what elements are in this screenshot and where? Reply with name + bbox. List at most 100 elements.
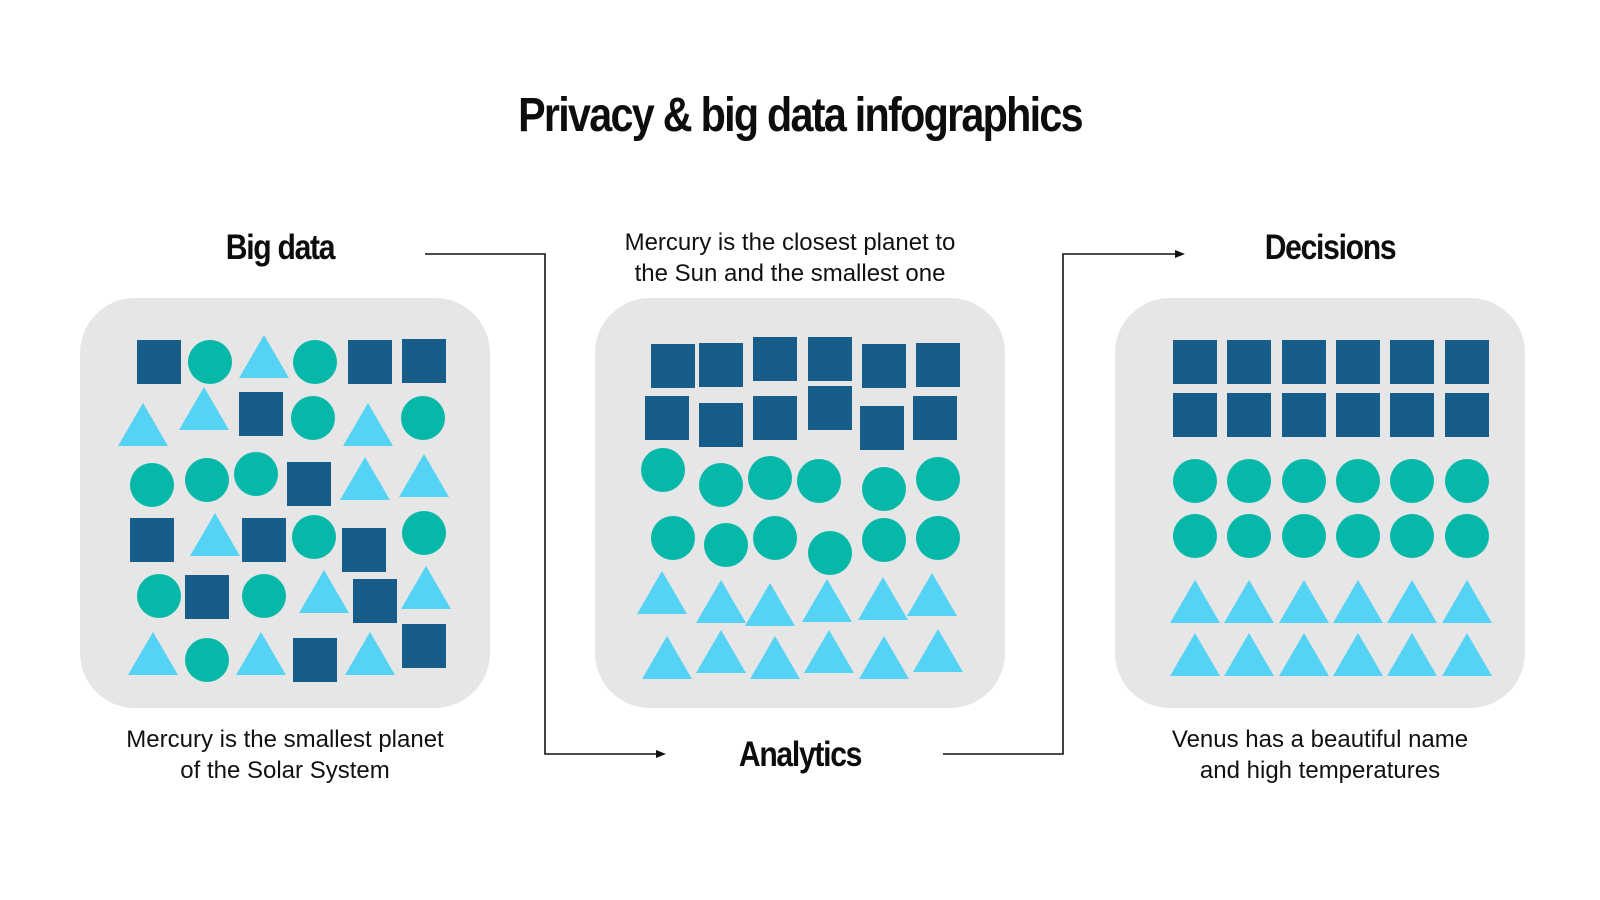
circle-shape [1227, 514, 1271, 558]
square-shape [753, 337, 797, 381]
triangle-shape [1442, 633, 1492, 676]
square-shape [1227, 393, 1271, 437]
square-shape [348, 340, 392, 384]
square-shape [1282, 340, 1326, 384]
heading-big-data: Big data [225, 228, 336, 267]
triangle-shape [236, 632, 286, 675]
circle-shape [916, 457, 960, 501]
square-shape [402, 624, 446, 668]
square-shape [342, 528, 386, 572]
triangle-shape [128, 632, 178, 675]
circle-shape [1336, 459, 1380, 503]
square-shape [1445, 393, 1489, 437]
heading-analytics: Analytics [738, 735, 863, 774]
circle-shape [188, 340, 232, 384]
triangle-shape [637, 571, 687, 614]
circle-shape [753, 516, 797, 560]
circle-shape [402, 511, 446, 555]
triangle-shape [859, 636, 909, 679]
triangle-shape [1279, 580, 1329, 623]
triangle-shape [1333, 633, 1383, 676]
circle-shape [137, 574, 181, 618]
triangle-shape [299, 570, 349, 613]
circle-shape [916, 516, 960, 560]
circle-shape [862, 467, 906, 511]
arrow-head-icon [656, 750, 666, 758]
triangle-shape [1387, 633, 1437, 676]
circle-shape [641, 448, 685, 492]
square-shape [699, 343, 743, 387]
sorted-shapes [1170, 340, 1492, 676]
triangle-shape [804, 630, 854, 673]
square-shape [1336, 340, 1380, 384]
square-shape [1390, 340, 1434, 384]
triangle-shape [802, 579, 852, 622]
circle-shape [1173, 514, 1217, 558]
triangle-shape [190, 513, 240, 556]
description-decisions: Venus has a beautiful name and high temp… [1171, 726, 1469, 784]
triangle-shape [239, 335, 289, 378]
circle-shape [797, 459, 841, 503]
circle-shape [185, 638, 229, 682]
square-shape [1336, 393, 1380, 437]
circle-shape [862, 518, 906, 562]
triangle-shape [179, 387, 229, 430]
triangle-shape [745, 583, 795, 626]
square-shape [293, 638, 337, 682]
circle-shape [291, 396, 335, 440]
square-shape [913, 396, 957, 440]
triangle-shape [345, 632, 395, 675]
square-shape [651, 344, 695, 388]
circle-shape [234, 452, 278, 496]
square-shape [353, 579, 397, 623]
triangle-shape [696, 580, 746, 623]
triangle-shape [118, 403, 168, 446]
triangle-shape [1442, 580, 1492, 623]
circle-shape [130, 463, 174, 507]
triangle-shape [1170, 633, 1220, 676]
triangle-shape [343, 403, 393, 446]
square-shape [1282, 393, 1326, 437]
circle-shape [1173, 459, 1217, 503]
circle-shape [1227, 459, 1271, 503]
circle-shape [1336, 514, 1380, 558]
panel-big-data [80, 298, 490, 708]
square-shape [1445, 340, 1489, 384]
triangle-shape [907, 573, 957, 616]
triangle-shape [1170, 580, 1220, 623]
circle-shape [808, 531, 852, 575]
triangle-shape [642, 636, 692, 679]
circle-shape [1445, 459, 1489, 503]
square-shape [808, 337, 852, 381]
triangle-shape [1224, 633, 1274, 676]
triangle-shape [401, 566, 451, 609]
square-shape [645, 396, 689, 440]
circle-shape [651, 516, 695, 560]
circle-shape [242, 574, 286, 618]
triangle-shape [1333, 580, 1383, 623]
square-shape [185, 575, 229, 619]
circle-shape [185, 458, 229, 502]
square-shape [753, 396, 797, 440]
panel-decisions [1115, 298, 1525, 708]
square-shape [130, 518, 174, 562]
square-shape [402, 339, 446, 383]
square-shape [808, 386, 852, 430]
square-shape [242, 518, 286, 562]
square-shape [287, 462, 331, 506]
description-big-data: Mercury is the smallest planet of the So… [126, 726, 444, 784]
scattered-shapes [118, 335, 451, 682]
square-shape [862, 344, 906, 388]
circle-shape [1390, 514, 1434, 558]
circle-shape [1390, 459, 1434, 503]
heading-decisions: Decisions [1264, 228, 1397, 267]
triangle-shape [1224, 580, 1274, 623]
square-shape [239, 392, 283, 436]
square-shape [1390, 393, 1434, 437]
circle-shape [401, 396, 445, 440]
circle-shape [1282, 459, 1326, 503]
circle-shape [748, 456, 792, 500]
circle-shape [704, 523, 748, 567]
square-shape [860, 406, 904, 450]
circle-shape [1282, 514, 1326, 558]
